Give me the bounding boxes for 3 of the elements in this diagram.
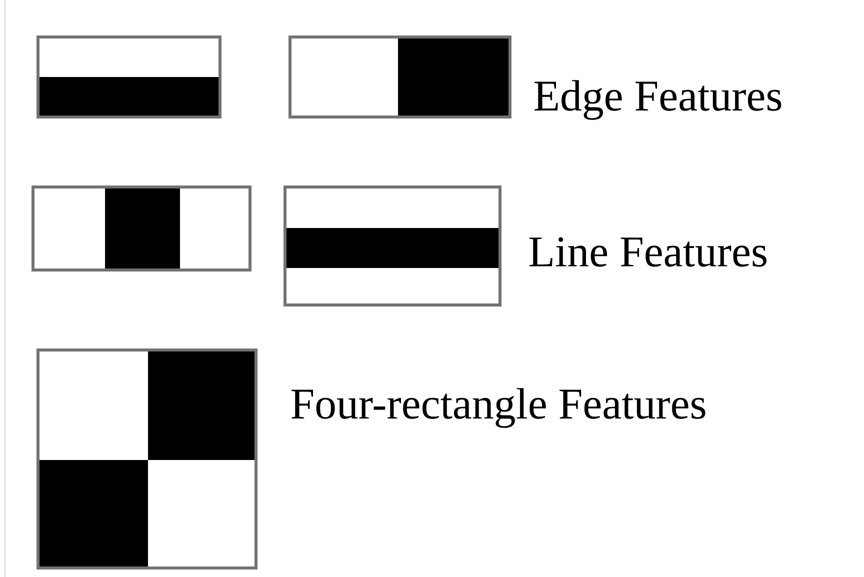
feature-label: Four-rectangle Features xyxy=(291,388,706,428)
feature-label: Edge Features xyxy=(534,80,782,120)
feature-label: Line Features xyxy=(529,237,766,267)
